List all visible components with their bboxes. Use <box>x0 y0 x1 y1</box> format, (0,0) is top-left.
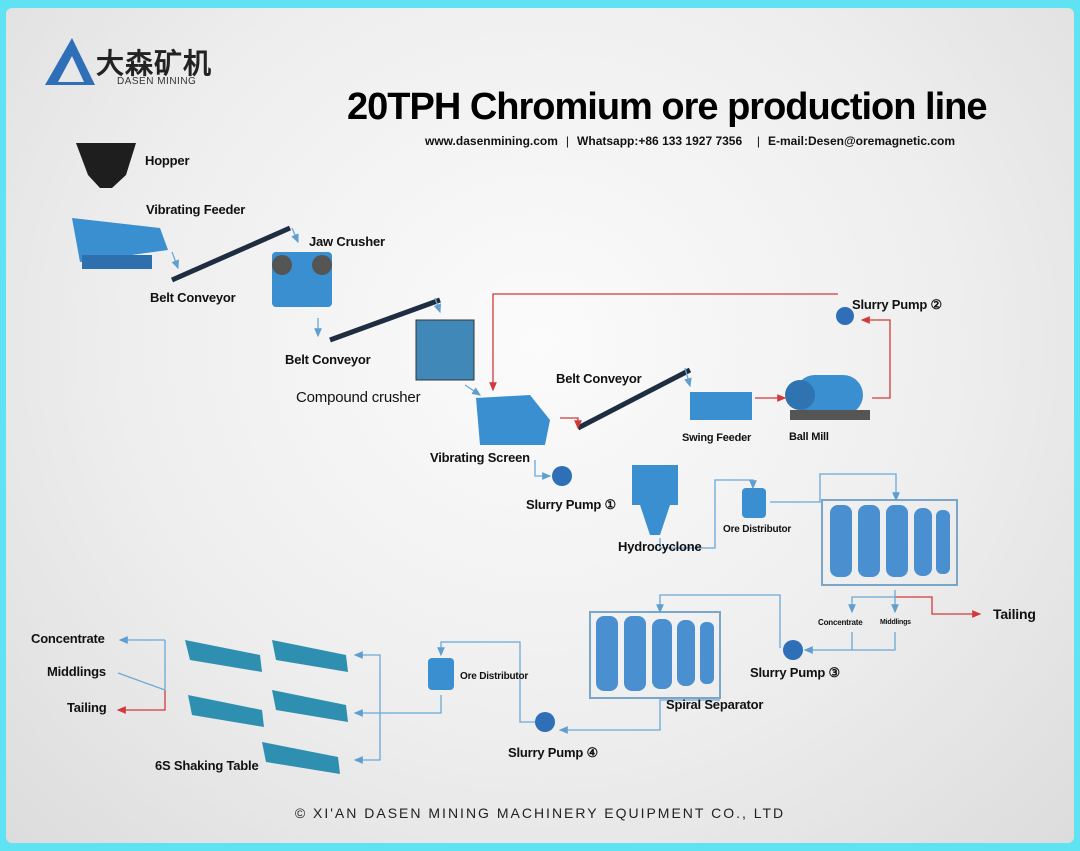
spiral-separator-1-icon <box>821 499 958 586</box>
label-tailing-2: Tailing <box>67 700 107 715</box>
slurry-pump-3-icon <box>783 640 803 660</box>
label-middlings: Middlings <box>47 664 106 679</box>
label-tailing-1: Tailing <box>993 606 1036 622</box>
label-slurry-pump-4: Slurry Pump ④ <box>508 745 598 760</box>
label-hopper: Hopper <box>145 153 190 168</box>
email: E-mail:Desen@oremagnetic.com <box>767 134 956 148</box>
vibrating-screen-icon <box>476 395 550 445</box>
label-vibrating-feeder: Vibrating Feeder <box>146 202 246 217</box>
label-belt-conveyor-2: Belt Conveyor <box>285 352 371 367</box>
flow-red-tailing-2 <box>116 690 166 714</box>
label-concentrate: Concentrate <box>31 631 105 646</box>
brand-name-cn: 大森矿机 <box>96 48 213 79</box>
hopper-icon <box>76 143 136 188</box>
spiral-separator-2-icon <box>589 611 721 699</box>
ore-distributor-1-icon <box>742 488 766 518</box>
label-swing-feeder: Swing Feeder <box>682 432 752 444</box>
slurry-pump-2-icon <box>836 307 854 325</box>
flow-red-return <box>489 293 838 392</box>
brand-name-en: DASEN MINING <box>117 76 197 87</box>
label-slurry-pump-3: Slurry Pump ③ <box>750 665 840 680</box>
flow-red-tailing-1 <box>895 596 982 618</box>
shaking-table-icons <box>185 640 348 774</box>
website: www.dasenmining.com <box>425 134 558 148</box>
label-shaking-table: 6S Shaking Table <box>155 758 259 773</box>
label-ore-distributor-2: Ore Distributor <box>460 671 529 682</box>
hydrocyclone-icon <box>632 465 678 535</box>
label-compound-crusher: Compound crusher <box>296 389 421 406</box>
label-concentrate-small: Concentrate <box>818 618 863 627</box>
label-slurry-pump-1: Slurry Pump ① <box>526 497 616 512</box>
belt-conveyor-2-icon <box>329 297 441 343</box>
flow-red-mill-pump <box>860 316 891 399</box>
label-ore-distributor-1: Ore Distributor <box>723 524 792 535</box>
whatsapp: Whatsapp:+86 133 1927 7356 <box>577 134 743 148</box>
label-hydrocyclone: Hydrocyclone <box>618 539 702 554</box>
label-ball-mill: Ball Mill <box>789 431 829 443</box>
belt-conveyor-1-icon <box>170 225 292 283</box>
label-slurry-pump-2: Slurry Pump ② <box>852 297 942 312</box>
belt-conveyor-3-icon <box>576 367 692 431</box>
contact-line: www.dasenmining.com|Whatsapp:+86 133 192… <box>425 134 956 148</box>
compound-crusher-icon <box>415 319 475 381</box>
slurry-pump-1-icon <box>552 466 572 486</box>
diagram-canvas <box>6 8 1074 843</box>
jaw-crusher-icon <box>272 252 332 307</box>
ball-mill-icon <box>785 375 870 420</box>
ore-distributor-2-icon <box>428 658 454 690</box>
vibrating-feeder-icon <box>72 218 168 269</box>
label-jaw-crusher: Jaw Crusher <box>309 234 385 249</box>
footer-copyright: © XI'AN DASEN MINING MACHINERY EQUIPMENT… <box>294 805 786 821</box>
page-title: 20TPH Chromium ore production line <box>347 86 987 128</box>
label-belt-conveyor-3: Belt Conveyor <box>556 371 642 386</box>
label-spiral-separator: Spiral Separator <box>666 697 764 712</box>
label-belt-conveyor-1: Belt Conveyor <box>150 290 236 305</box>
swing-feeder-icon <box>690 392 752 420</box>
label-vibrating-screen: Vibrating Screen <box>430 450 530 465</box>
label-middlings-small: Middlings <box>880 619 911 626</box>
flow-red-screen-conveyor <box>560 417 582 430</box>
flow-diagram <box>45 38 982 774</box>
logo-icon <box>45 38 95 85</box>
slurry-pump-4-icon <box>535 712 555 732</box>
